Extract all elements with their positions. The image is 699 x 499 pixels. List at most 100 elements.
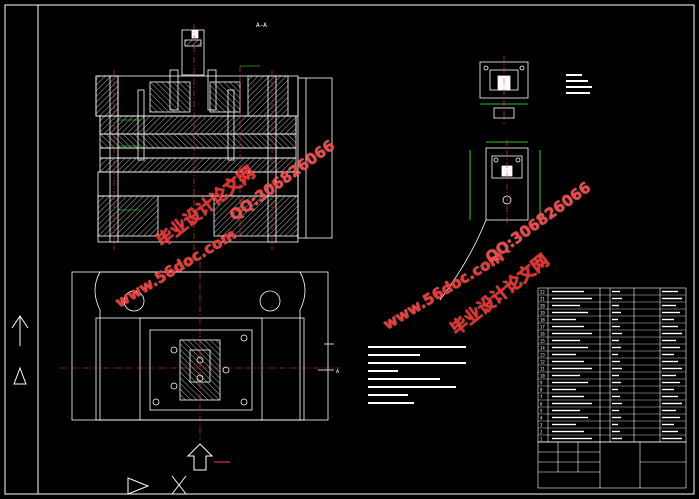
bom-part-number: 18 (540, 317, 545, 322)
bom-cell-text (552, 395, 584, 398)
bom-cell-text (552, 430, 584, 433)
bom-part-number: 2 (540, 429, 543, 434)
bom-part-number: 3 (540, 422, 543, 427)
bom-cell-text (552, 325, 584, 328)
bom-cell-text (612, 381, 621, 384)
main-section-view (95, 29, 333, 243)
bom-cell-text (662, 304, 676, 307)
bom-part-number: 21 (540, 296, 545, 301)
bom-cell-text (662, 290, 678, 293)
bom-cell-text (552, 318, 576, 321)
bom-cell-text (662, 353, 674, 356)
bom-cell-text (612, 304, 619, 307)
bom-cell-text (662, 346, 680, 349)
drawing-frame (4, 4, 695, 495)
bom-part-number: 6 (540, 401, 543, 406)
bom-cell-text (662, 409, 676, 412)
bom-cell-text (612, 437, 622, 440)
bom-cell-text (552, 416, 588, 419)
main-center-lines (113, 24, 273, 250)
bom-part-number: 15 (540, 338, 545, 343)
bom-cell-text (552, 304, 580, 307)
bom-cell-text (612, 409, 619, 412)
part-center-lines (503, 56, 508, 228)
bom-cell-text (612, 311, 621, 314)
bom-cell-text (612, 339, 619, 342)
bom-cell-text (552, 360, 584, 363)
bom-cell-text (662, 416, 680, 419)
bom-cell-text (662, 388, 674, 391)
bom-cell-text (662, 339, 676, 342)
bom-cell-text (662, 395, 678, 398)
bom-cell-text (612, 332, 622, 335)
bom-cell-text (662, 402, 682, 405)
cut-label-left: A (336, 369, 339, 375)
bom-cell-text (662, 311, 680, 314)
bom-cell-text (552, 388, 576, 391)
bom-cell-text (612, 402, 622, 405)
bom-cell-text (662, 423, 674, 426)
bom-part-number: 1 (540, 436, 543, 441)
bom-part-number: 13 (540, 352, 545, 357)
title-block (537, 441, 687, 489)
feed-arrow (186, 443, 230, 471)
margin-symbols (11, 315, 29, 385)
bom-cell-text (552, 353, 576, 356)
bom-cell-text (612, 430, 620, 433)
bom-part-number: 8 (540, 387, 543, 392)
technical-notes (368, 346, 466, 404)
bom-cell-text (552, 332, 592, 335)
bom-cell-text (612, 360, 620, 363)
bom-part-number: 10 (540, 373, 545, 378)
bom-cell-text (552, 409, 580, 412)
bom-part-number: 9 (540, 380, 543, 385)
bom-cell-text (662, 381, 680, 384)
bom-cell-text (552, 402, 592, 405)
bottom-symbols (127, 475, 187, 495)
bom-cell-text (662, 297, 682, 300)
bom-cell-text (662, 367, 682, 370)
bom-part-number: 7 (540, 394, 543, 399)
bom-cell-text (612, 388, 618, 391)
bom-cell-text (552, 437, 592, 440)
bom-cell-text (612, 374, 619, 377)
bom-cell-text (612, 346, 621, 349)
bom-cell-text (662, 374, 676, 377)
bom-cell-text (662, 430, 678, 433)
bom-cell-text (612, 367, 622, 370)
bom-cell-text (612, 290, 620, 293)
bom-part-number: 14 (540, 345, 545, 350)
bom-cell-text (612, 423, 618, 426)
bom-part-number: 16 (540, 331, 545, 336)
bom-cell-text (552, 381, 588, 384)
section-title: A—A (256, 22, 267, 29)
bom-part-number: 12 (540, 359, 545, 364)
bom-part-number: 5 (540, 408, 543, 413)
bom-part-number: 19 (540, 310, 545, 315)
bom-cell-text (662, 360, 678, 363)
bom-cell-text (552, 374, 580, 377)
bom-part-number: 17 (540, 324, 545, 329)
bom-cell-text (552, 346, 588, 349)
bom-cell-text (662, 437, 682, 440)
bom-part-number: 22 (540, 289, 545, 294)
bom-cell-text (612, 297, 622, 300)
bom-part-number: 11 (540, 366, 545, 371)
section-cut-marks (318, 343, 334, 371)
bom-part-number: 4 (540, 415, 543, 420)
bom-cell-text (662, 332, 682, 335)
bom-cell-text (612, 395, 620, 398)
bom-cell-text (552, 367, 592, 370)
bom-cell-text (552, 297, 592, 300)
bom-cell-text (662, 318, 674, 321)
bom-cell-text (552, 339, 580, 342)
bom-cell-text (612, 318, 618, 321)
main-dim-lines (118, 65, 260, 211)
part-note-lines (566, 74, 592, 94)
bom-cell-text (612, 416, 621, 419)
bom-cell-text (552, 311, 588, 314)
bom-cell-text (612, 325, 620, 328)
bom-cell-text (612, 353, 618, 356)
